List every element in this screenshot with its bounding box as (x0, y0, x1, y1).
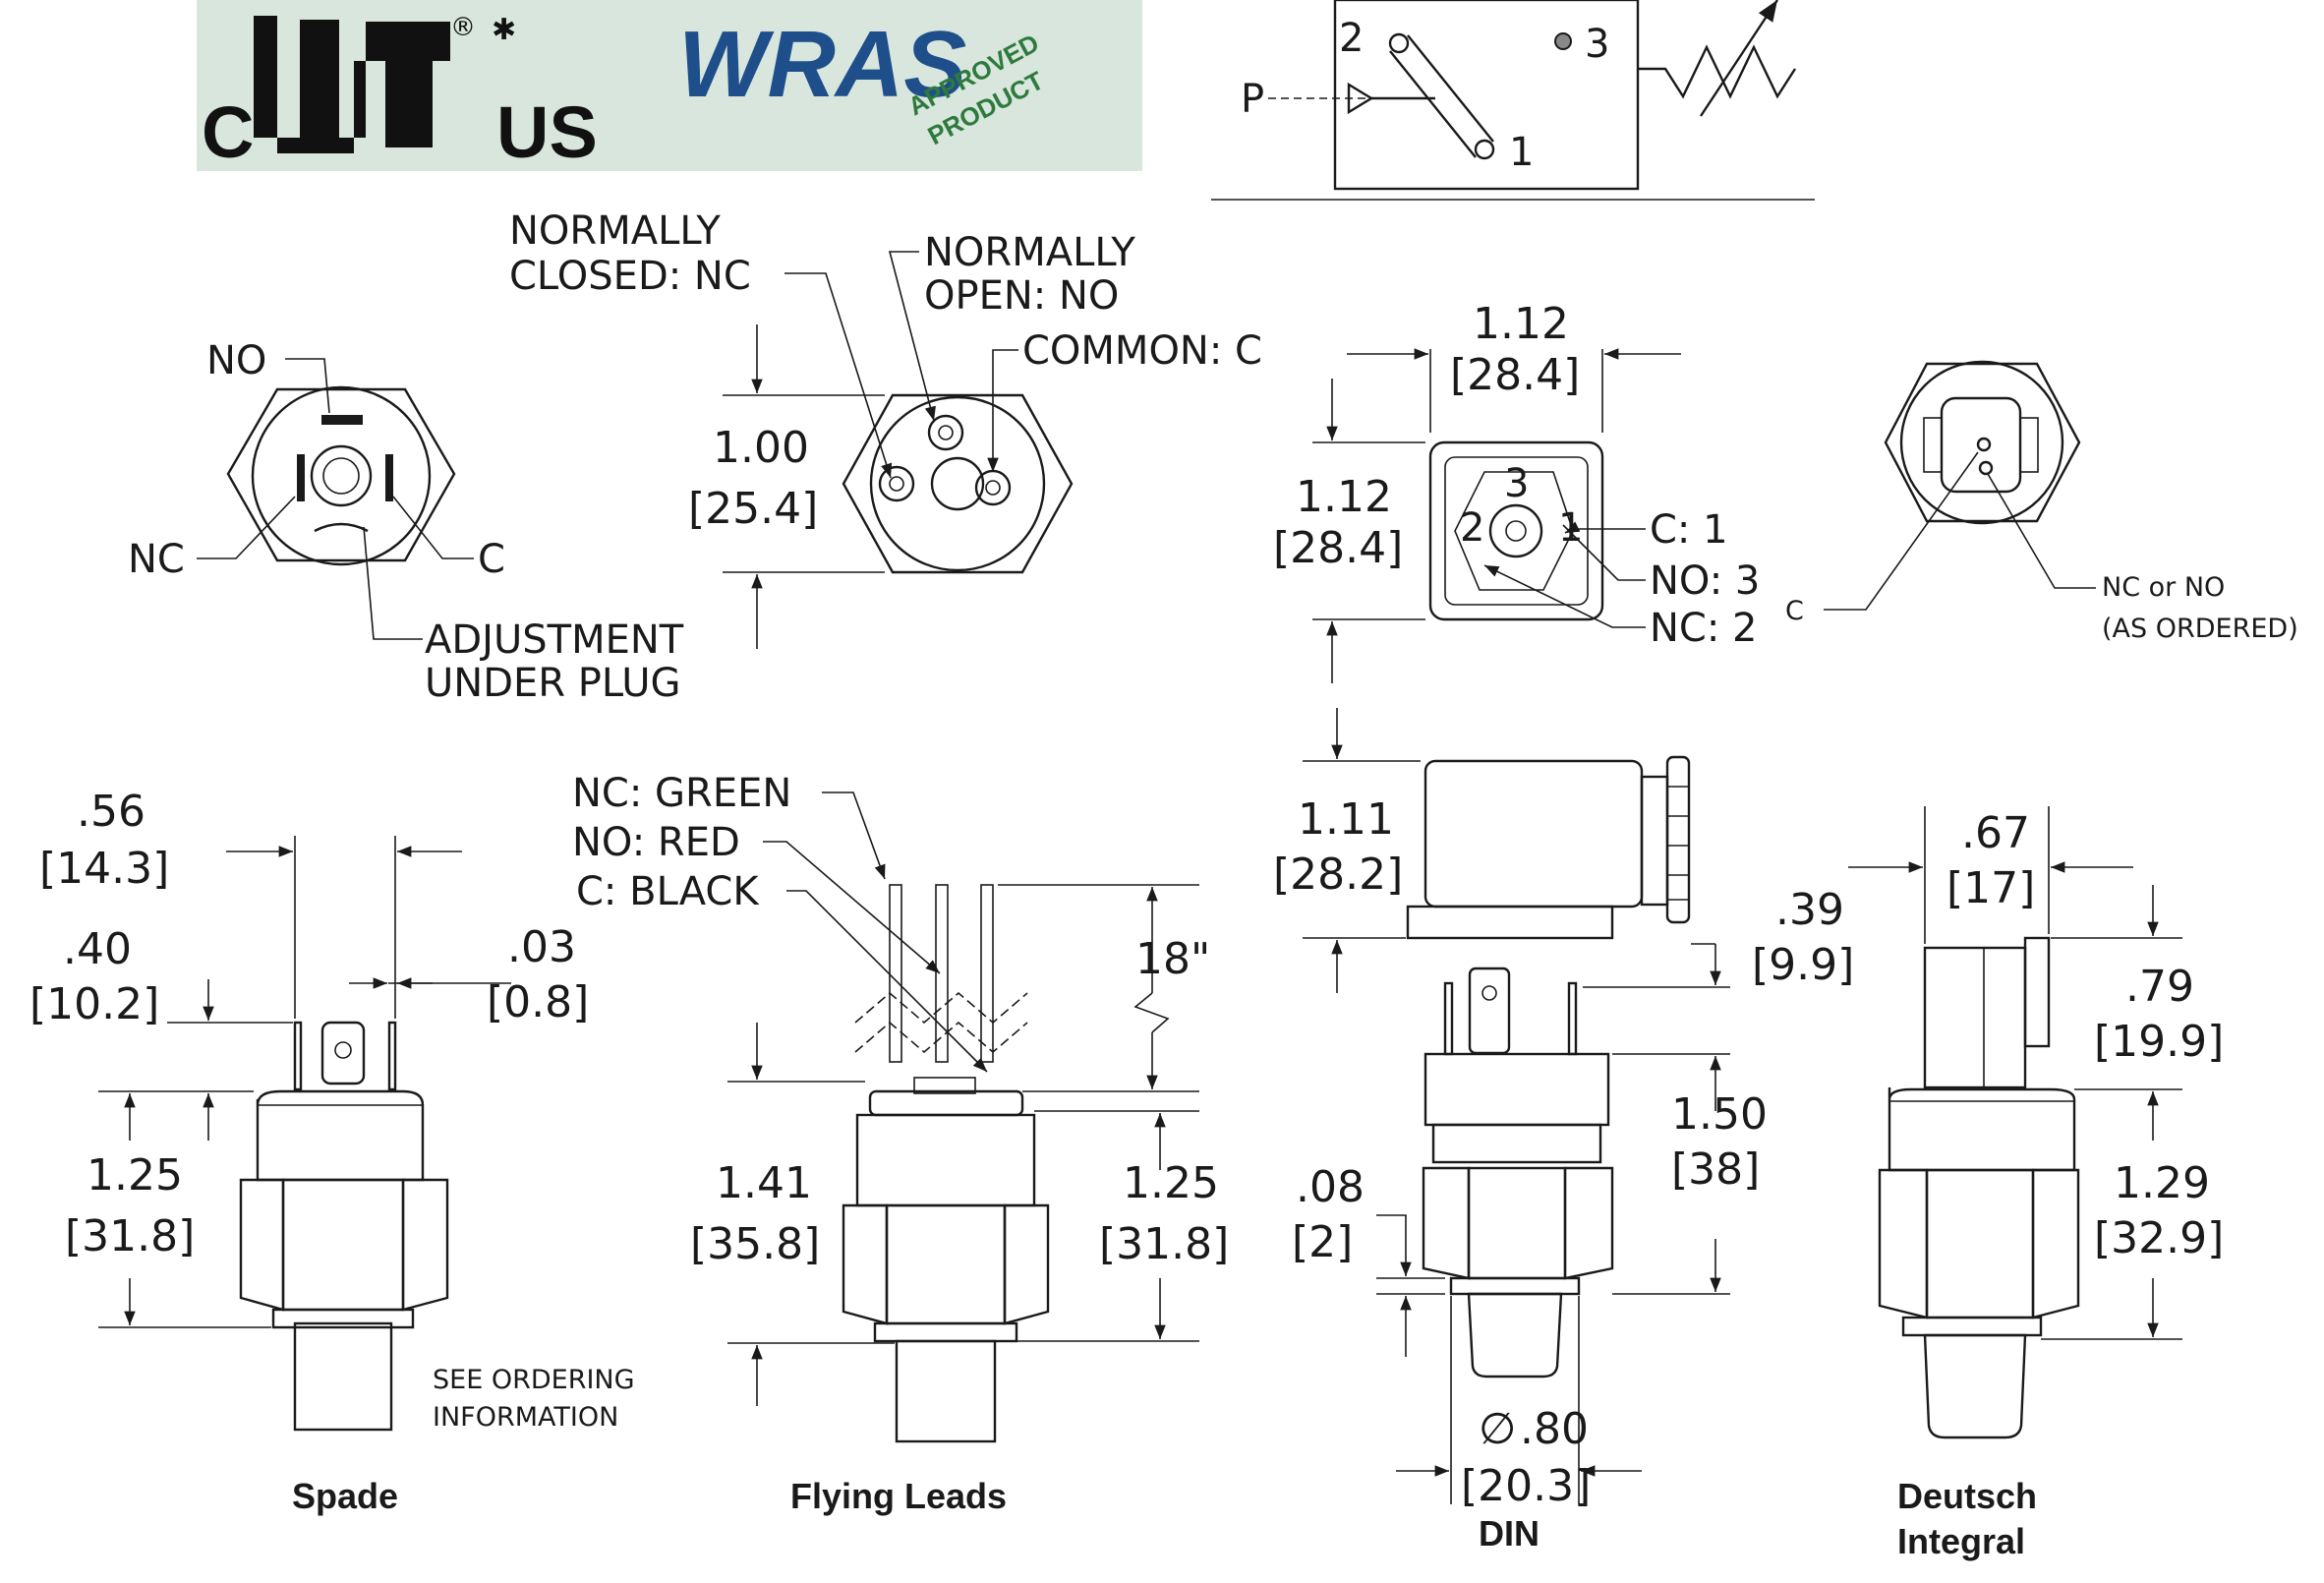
spade-top-view: NO NC C ADJUSTMENT UNDER PLUG (128, 338, 684, 706)
wras-word: WRAS (678, 12, 966, 117)
deutsch-top-mm: [19.9] (2094, 1017, 2224, 1067)
deutsch-c-label: C (1785, 596, 1804, 626)
deutsch-height-mm: [32.9] (2094, 1213, 2224, 1263)
leads-top-dim-in: 1.00 (713, 423, 809, 473)
din-side-view: 1.11 [28.2] .39 [9.9] 1.50 [38] .08 [2] (1273, 708, 1854, 1554)
din-caption: DIN (1479, 1513, 1540, 1554)
spade-width-in: .56 (77, 787, 145, 837)
lead-body-height-in: 1.25 (1123, 1158, 1219, 1208)
din-diameter-mm: [20.3] (1461, 1461, 1591, 1511)
under-plug-label: UNDER PLUG (425, 661, 680, 706)
ul-registered: ® (450, 13, 476, 42)
din-body-height-mm: [38] (1671, 1144, 1760, 1195)
normally-open-label-1: NORMALLY (924, 230, 1135, 275)
lead-length-label: 18" (1135, 934, 1210, 984)
ul-logo: C ® ✱ US (202, 13, 598, 173)
lead-total-height-mm: [35.8] (690, 1219, 820, 1269)
flying-leads-caption: Flying Leads (790, 1476, 1007, 1516)
deutsch-ncno-label: NC or NO (2102, 572, 2225, 603)
port-3-dot (1554, 32, 1572, 50)
normally-closed-label-1: NORMALLY (509, 208, 721, 254)
lead-total-height-in: 1.41 (716, 1158, 812, 1208)
flying-leads-top-view: NORMALLY CLOSED: NC NORMALLY OPEN: NO CO… (509, 208, 1262, 649)
spring-icon (1638, 44, 1797, 99)
din-diameter-in: .80 (1520, 1404, 1589, 1454)
spade-height-mm: [31.8] (65, 1211, 195, 1261)
ul-c: C (202, 91, 254, 173)
spade-side-view: .56 [14.3] .03 [0.8] .40 [10.2] 1.25 [31… (29, 787, 635, 1516)
common-label: COMMON: C (1022, 328, 1262, 374)
certification-logos: C ® ✱ US WRAS APPROVED PRODUCT (197, 0, 1142, 173)
lead-no-red-label: NO: RED (572, 820, 740, 865)
spade-gap-mm: [0.8] (487, 977, 589, 1027)
port-1-dot (1474, 139, 1495, 160)
deutsch-top-in: .79 (2125, 962, 2194, 1012)
adjustment-label: ADJUSTMENT (425, 617, 684, 663)
see-ordering-note-2: INFORMATION (433, 1402, 618, 1433)
adjustable-arrow-icon (1699, 0, 1779, 117)
din-no3-label: NO: 3 (1650, 558, 1760, 604)
deutsch-caption-1: Deutsch (1897, 1476, 2037, 1516)
din-top-width-mm: [28.4] (1450, 350, 1580, 400)
din-body-height-in: 1.50 (1671, 1089, 1768, 1140)
ul-star: ✱ (492, 13, 516, 47)
deutsch-height-in: 1.29 (2114, 1158, 2210, 1208)
ul-mark-icon (254, 16, 450, 153)
lead-c-black-label: C: BLACK (576, 869, 760, 914)
din-rim-in: .08 (1296, 1162, 1365, 1212)
din-connector-height-in: 1.11 (1298, 794, 1394, 845)
deutsch-side-view: .67 [17] .79 [19.9] 1.29 [32.9] Deutsch … (1848, 806, 2224, 1561)
din-c1-label: C: 1 (1650, 507, 1728, 553)
spade-height-in: 1.25 (87, 1150, 183, 1201)
deutsch-width-in: .67 (1961, 808, 2030, 858)
din-top-view: 3 2 1 1.12 [28.4] 1.12 [28.4] C: 1 NO: 3… (1273, 299, 1760, 683)
din-top-height-mm: [28.4] (1273, 523, 1403, 573)
din-top-height-in: 1.12 (1296, 472, 1392, 522)
svg-text:3: 3 (1504, 461, 1529, 506)
deutsch-width-mm: [17] (1946, 863, 2035, 913)
deutsch-top-view: C NC or NO (AS ORDERED) (1785, 360, 2298, 644)
spade-tab-in: .40 (63, 924, 132, 974)
din-top-width-in: 1.12 (1473, 299, 1569, 349)
no-label: NO (206, 338, 266, 383)
spade-width-mm: [14.3] (39, 844, 169, 894)
lead-body-height-mm: [31.8] (1099, 1219, 1229, 1269)
port-1-label: 1 (1509, 130, 1534, 175)
din-connector-height-mm: [28.2] (1273, 850, 1403, 900)
wras-logo: WRAS APPROVED PRODUCT (678, 12, 1048, 150)
ul-us: US (496, 91, 598, 173)
symbol-box (1333, 0, 1640, 191)
pressure-port-label: P (1241, 77, 1264, 122)
din-pin-height-in: .39 (1775, 885, 1844, 935)
svg-text:2: 2 (1460, 505, 1484, 551)
switch-schematic-symbol: 2 3 1 P (1211, 0, 1815, 201)
spade-gap-in: .03 (507, 922, 576, 972)
deutsch-as-ordered-label: (AS ORDERED) (2102, 614, 2298, 644)
leads-top-dim-mm: [25.4] (688, 484, 818, 534)
see-ordering-note-1: SEE ORDERING (433, 1365, 635, 1395)
port-2-dot (1388, 32, 1410, 54)
deutsch-caption-2: Integral (1897, 1521, 2025, 1561)
spade-caption: Spade (292, 1476, 398, 1516)
din-rim-mm: [2] (1292, 1217, 1353, 1267)
normally-open-label-2: OPEN: NO (924, 273, 1119, 319)
din-nc2-label: NC: 2 (1650, 606, 1758, 651)
nc-label: NC (128, 537, 185, 582)
din-pin-height-mm: [9.9] (1752, 940, 1854, 990)
svg-text:1: 1 (1558, 505, 1583, 551)
flying-leads-side-view: NC: GREEN NO: RED C: BLACK 18" 1.25 [31.… (572, 771, 1229, 1516)
normally-closed-label-2: CLOSED: NC (509, 254, 751, 299)
din-diameter-symbol: ∅ (1479, 1404, 1516, 1454)
lead-nc-green-label: NC: GREEN (572, 771, 791, 816)
port-2-label: 2 (1339, 16, 1364, 61)
spade-tab-mm: [10.2] (29, 979, 159, 1029)
port-3-label: 3 (1585, 22, 1609, 67)
c-label: C (478, 537, 505, 582)
